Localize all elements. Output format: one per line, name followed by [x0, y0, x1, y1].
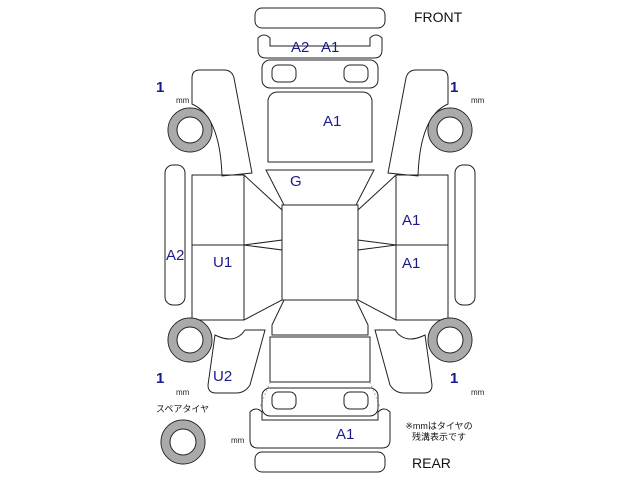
unit-spare: mm [231, 436, 245, 445]
spare-tire [160, 419, 206, 465]
grade-front-bumper-1: A2 [291, 39, 310, 56]
unit-rear-left: mm [176, 388, 190, 397]
unit-front-right: mm [471, 96, 485, 105]
rear-window [271, 299, 369, 336]
grade-left-rear-door: U1 [213, 254, 233, 271]
unit-rear-right: mm [471, 388, 485, 397]
note-line-2: 残溝表示です [411, 432, 466, 442]
trunk [269, 336, 371, 383]
front-panel [254, 7, 386, 29]
right-front-door [357, 174, 449, 246]
right-sill [454, 164, 476, 306]
unit-front-left: mm [176, 96, 190, 105]
left-rear-door [191, 244, 283, 321]
tire-front-left [167, 107, 213, 153]
tire-rear-left [167, 317, 213, 363]
grade-front-bumper-2: A1 [321, 39, 340, 56]
rear-panel [254, 451, 386, 473]
left-rear-quarter [207, 329, 266, 394]
taillight-right [343, 391, 369, 410]
grade-left-side: A2 [166, 247, 185, 264]
tread-front-left: 1 [156, 79, 165, 96]
left-front-door [191, 174, 283, 246]
tread-rear-left: 1 [156, 370, 165, 387]
grade-right-front-door: A1 [402, 212, 421, 229]
rear-label: REAR [412, 455, 451, 471]
windshield [265, 169, 375, 206]
note-line-1: ※mmはタイヤの [405, 421, 473, 431]
hood [267, 91, 373, 163]
grade-rear-bumper: A1 [336, 426, 355, 443]
grade-windshield: G [290, 173, 302, 190]
grade-right-rear-door: A1 [402, 255, 421, 272]
spare-tire-label: スペアタイヤ [156, 404, 210, 414]
tire-front-right [427, 107, 473, 153]
right-rear-quarter [374, 329, 433, 394]
headlight-right [343, 64, 369, 83]
tread-rear-right: 1 [450, 370, 459, 387]
grade-left-rear-quarter: U2 [213, 368, 233, 385]
headlight-left [271, 64, 297, 83]
front-label: FRONT [414, 9, 463, 25]
front-bumper [257, 34, 383, 59]
left-sill [164, 164, 186, 306]
tire-rear-right [427, 317, 473, 363]
taillight-left [271, 391, 297, 410]
grade-hood: A1 [323, 113, 342, 130]
roof [281, 204, 359, 301]
tread-note: ※mmはタイヤの 残溝表示です [396, 421, 482, 443]
tread-front-right: 1 [450, 79, 459, 96]
rear-bumper [249, 408, 391, 449]
